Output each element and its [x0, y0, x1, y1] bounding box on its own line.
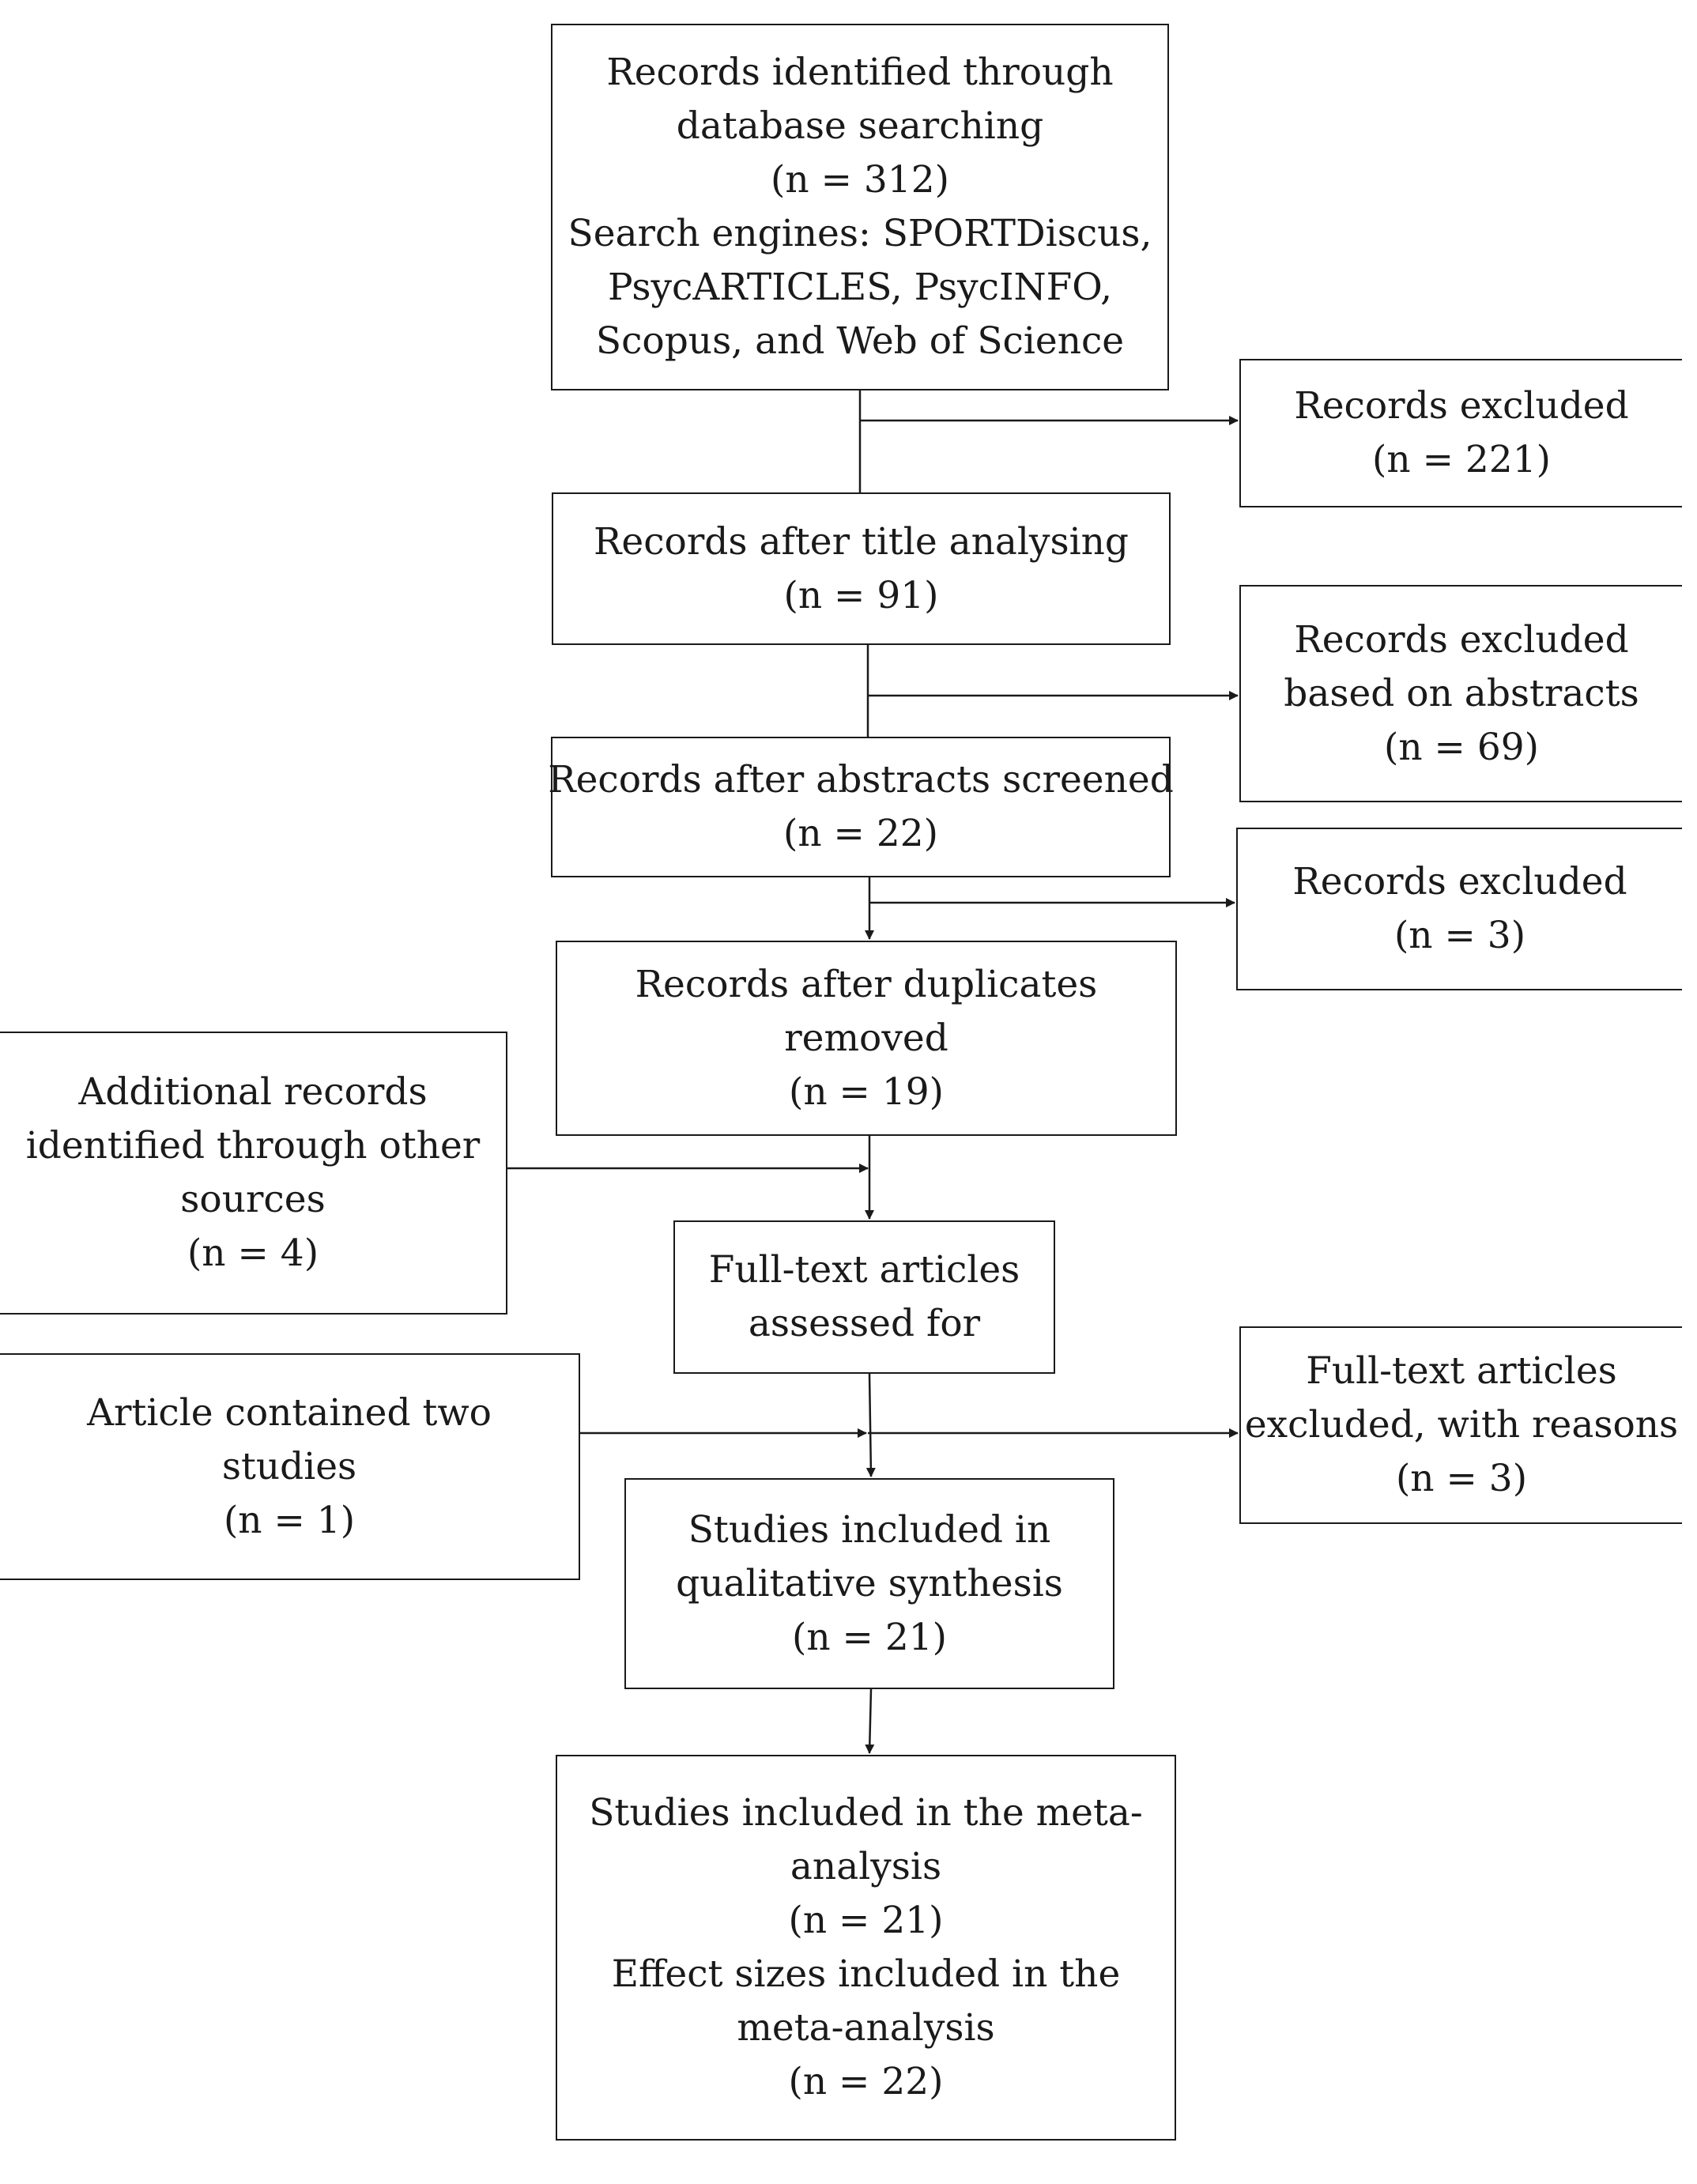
box-line: Search engines: SPORTDiscus,: [568, 212, 1152, 255]
box-line: Records identified through: [606, 51, 1114, 94]
box-line: Additional records: [78, 1070, 428, 1114]
box-line: (n = 4): [187, 1232, 319, 1275]
box-line: (n = 69): [1383, 725, 1539, 769]
records-identified-box: Records identified through database sear…: [551, 24, 1169, 390]
box-line: database searching: [676, 104, 1044, 148]
box-line: Full-text articles: [1306, 1349, 1617, 1393]
box-line: based on abstracts: [1284, 671, 1639, 715]
box-line: identified through other: [25, 1124, 481, 1167]
additional-records-box: Additional records identified through ot…: [0, 1032, 507, 1315]
box-line: Records after duplicates: [635, 962, 1098, 1006]
box-line: (n = 3): [1395, 1457, 1528, 1500]
full-text-excluded-box: Full-text articles excluded, with reason…: [1239, 1326, 1682, 1524]
records-after-abstracts-box: Records after abstracts screened (n = 22…: [548, 737, 1174, 877]
arrow-fulltext-to-qualitative: [865, 1373, 876, 1477]
box-line: Studies included in: [688, 1507, 1051, 1552]
qualitative-synthesis-box: Studies included in qualitative synthesi…: [624, 1478, 1114, 1689]
box-line: (n = 3): [1393, 914, 1526, 957]
box-line: assessed for: [748, 1302, 981, 1345]
records-excluded-duplicates-box: Records excluded (n = 3): [1236, 828, 1682, 990]
box-line: Records excluded: [1292, 860, 1627, 903]
box-line: (n = 21): [791, 1615, 947, 1659]
records-after-duplicates-box: Records after duplicates removed (n = 19…: [556, 941, 1177, 1136]
box-line: sources: [180, 1178, 326, 1221]
meta-analysis-box: Studies included in the meta- analysis (…: [556, 1755, 1176, 2141]
records-excluded-abstracts-box: Records excluded based on abstracts (n =…: [1239, 585, 1682, 802]
box-line: (n = 22): [788, 2060, 944, 2103]
box-line: removed: [784, 1016, 948, 1060]
box-line: (n = 221): [1372, 438, 1551, 481]
box-line: Records after abstracts screened: [548, 758, 1174, 802]
box-line: Effect sizes included in the: [611, 1952, 1121, 1996]
box-line: Records excluded: [1294, 384, 1629, 428]
box-line: Studies included in the meta-: [589, 1791, 1143, 1835]
box-line: Article contained two: [87, 1390, 492, 1435]
box-line: analysis: [790, 1845, 942, 1888]
box-line: (n = 312): [771, 158, 949, 202]
box-line: (n = 22): [783, 812, 938, 855]
arrow-qualitative-to-meta: [865, 1688, 875, 1754]
box-line: Scopus, and Web of Science: [595, 319, 1125, 363]
box-line: PsycARTICLES, PsycINFO,: [607, 266, 1113, 309]
box-line: (n = 91): [783, 573, 939, 617]
box-line: Full-text articles: [708, 1248, 1020, 1292]
box-line: meta-analysis: [737, 2006, 995, 2050]
records-excluded-titles-box: Records excluded (n = 221): [1239, 359, 1682, 507]
full-text-assessed-box: Full-text articles assessed for: [673, 1220, 1055, 1374]
box-line: qualitative synthesis: [676, 1561, 1063, 1605]
box-line: (n = 21): [788, 1899, 944, 1942]
box-line: (n = 1): [223, 1498, 356, 1542]
records-after-title-box: Records after title analysing (n = 91): [552, 492, 1171, 645]
box-line: excluded, with reasons: [1244, 1403, 1679, 1447]
box-line: studies: [221, 1444, 357, 1488]
two-studies-box: Article contained two studies (n = 1): [0, 1353, 580, 1580]
box-line: Records after title analysing: [594, 519, 1129, 564]
box-line: (n = 19): [788, 1069, 944, 1114]
box-line: Records excluded: [1294, 617, 1629, 662]
